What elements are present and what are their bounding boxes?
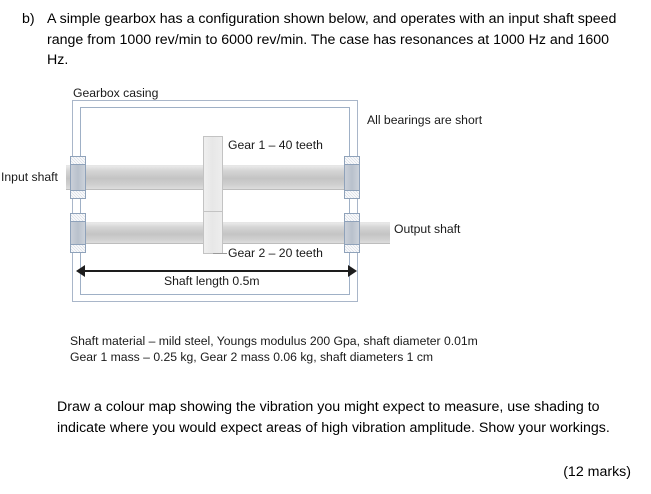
bearing-right-output <box>344 213 360 253</box>
output-shaft-bar <box>72 222 390 244</box>
question-task-text: Draw a colour map showing the vibration … <box>57 399 610 436</box>
dimension-arrowhead-right-icon <box>348 265 357 277</box>
gearbox-diagram: Shaft length 0.5m Gearbox casing Gear 1 … <box>1 86 483 302</box>
shaft-length-label: Shaft length 0.5m <box>164 274 260 288</box>
bearing-left-input <box>70 156 86 199</box>
bearing-left-output <box>70 213 86 253</box>
bearing-right-input <box>344 156 360 199</box>
gearbox-casing-outer-wall <box>72 100 358 302</box>
question-marker: b) <box>22 11 35 27</box>
spec-line-material: Shaft material – mild steel, Youngs modu… <box>70 334 478 348</box>
gearbox-casing-label: Gearbox casing <box>73 86 159 100</box>
shaft-specifications: Shaft material – mild steel, Youngs modu… <box>70 333 478 365</box>
question-intro-text: A simple gearbox has a configuration sho… <box>47 11 617 68</box>
spec-line-masses: Gear 1 mass – 0.25 kg, Gear 2 mass 0.06 … <box>70 350 434 364</box>
gearbox-casing-inner-wall <box>80 107 350 295</box>
gear-1-label: Gear 1 – 40 teeth <box>228 138 323 152</box>
gear-1-body <box>203 136 223 212</box>
gear-2-body <box>203 211 223 254</box>
gear-2-label: Gear 2 – 20 teeth <box>228 246 323 260</box>
gear-2-leader-line <box>213 253 227 254</box>
question-marks: (12 marks) <box>563 464 631 480</box>
input-shaft-label: Input shaft <box>1 170 58 184</box>
dimension-arrowhead-left-icon <box>76 265 85 277</box>
bearings-note-label: All bearings are short <box>367 113 483 127</box>
output-shaft-label: Output shaft <box>394 222 461 236</box>
shaft-length-dimension-line <box>82 270 352 272</box>
